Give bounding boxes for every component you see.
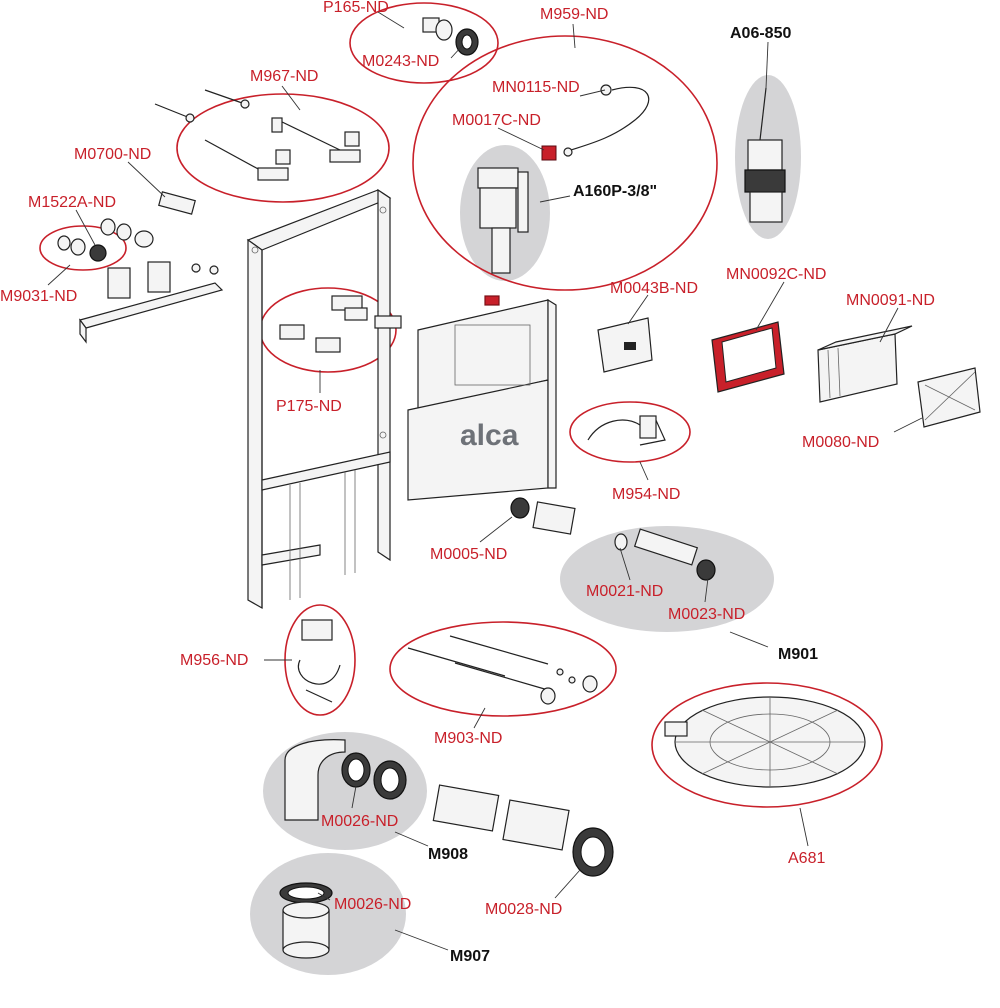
part-mn0091 [817, 325, 913, 403]
label-m907: M907 [450, 948, 490, 965]
part-a681 [664, 696, 866, 788]
label-m0026-a: M0026-ND [321, 813, 398, 830]
group-circle-p165 [349, 2, 499, 84]
part-labels: P165-ND M0243-ND M959-ND A06-850 M967-ND… [0, 0, 935, 965]
group-circle-m954 [569, 401, 691, 463]
label-m908: M908 [428, 846, 468, 863]
part-m954 [587, 415, 666, 446]
label-m903: M903-ND [434, 730, 502, 747]
part-m0700 [158, 191, 196, 215]
part-m0005 [510, 497, 576, 535]
label-m9031: M9031-ND [0, 288, 77, 305]
label-mn0115: MN0115-ND [492, 79, 580, 96]
part-mn0092c [711, 321, 785, 393]
label-a160p: A160P-3/8" [573, 183, 657, 200]
group-circle-m959 [412, 35, 718, 291]
label-mn0092c: MN0092C-ND [726, 266, 826, 283]
part-p175 [279, 295, 402, 353]
label-a06-850: A06-850 [730, 25, 791, 42]
label-m0021: M0021-ND [586, 583, 663, 600]
part-m967 [154, 89, 361, 181]
part-m0043b [597, 317, 653, 373]
label-m0028: M0028-ND [485, 901, 562, 918]
part-m903 [407, 635, 598, 705]
leader-lines [47, 11, 923, 951]
label-mn0091: MN0091-ND [846, 292, 935, 309]
label-m0023: M0023-ND [668, 606, 745, 623]
label-m0005: M0005-ND [430, 546, 507, 563]
label-m0700: M0700-ND [74, 146, 151, 163]
group-circle-m903 [389, 621, 617, 717]
label-m0017c: M0017C-ND [452, 112, 541, 129]
kit-bg-m901 [560, 526, 774, 632]
part-a06-850 [744, 87, 786, 223]
label-a681: A681 [788, 850, 825, 867]
label-p175: P175-ND [276, 398, 342, 415]
mounting-frame [246, 188, 392, 610]
group-circle-a681 [651, 682, 883, 808]
label-m1522a: M1522A-ND [28, 194, 116, 211]
label-m901: M901 [778, 646, 818, 663]
part-m959 [477, 84, 650, 274]
part-m956 [297, 619, 341, 703]
cistern: alca [407, 295, 557, 501]
part-m0080 [917, 367, 981, 428]
group-circle-m1522a [39, 225, 127, 271]
label-m967: M967-ND [250, 68, 318, 85]
label-m954: M954-ND [612, 486, 680, 503]
label-m0026-b: M0026-ND [334, 896, 411, 913]
label-m959: M959-ND [540, 6, 608, 23]
label-m0043b: M0043B-ND [610, 280, 698, 297]
label-p165: P165-ND [323, 0, 389, 16]
part-m907 [279, 882, 333, 959]
part-m1522a [57, 218, 154, 262]
part-p165 [422, 17, 479, 56]
label-m0243: M0243-ND [362, 53, 439, 70]
part-rail [78, 261, 224, 344]
label-m0080: M0080-ND [802, 434, 879, 451]
group-circle-m967 [176, 93, 390, 203]
label-m956: M956-ND [180, 652, 248, 669]
part-m901 [614, 528, 716, 581]
cistern-brand-logo: alca [460, 419, 519, 452]
part-pipe [432, 784, 614, 877]
